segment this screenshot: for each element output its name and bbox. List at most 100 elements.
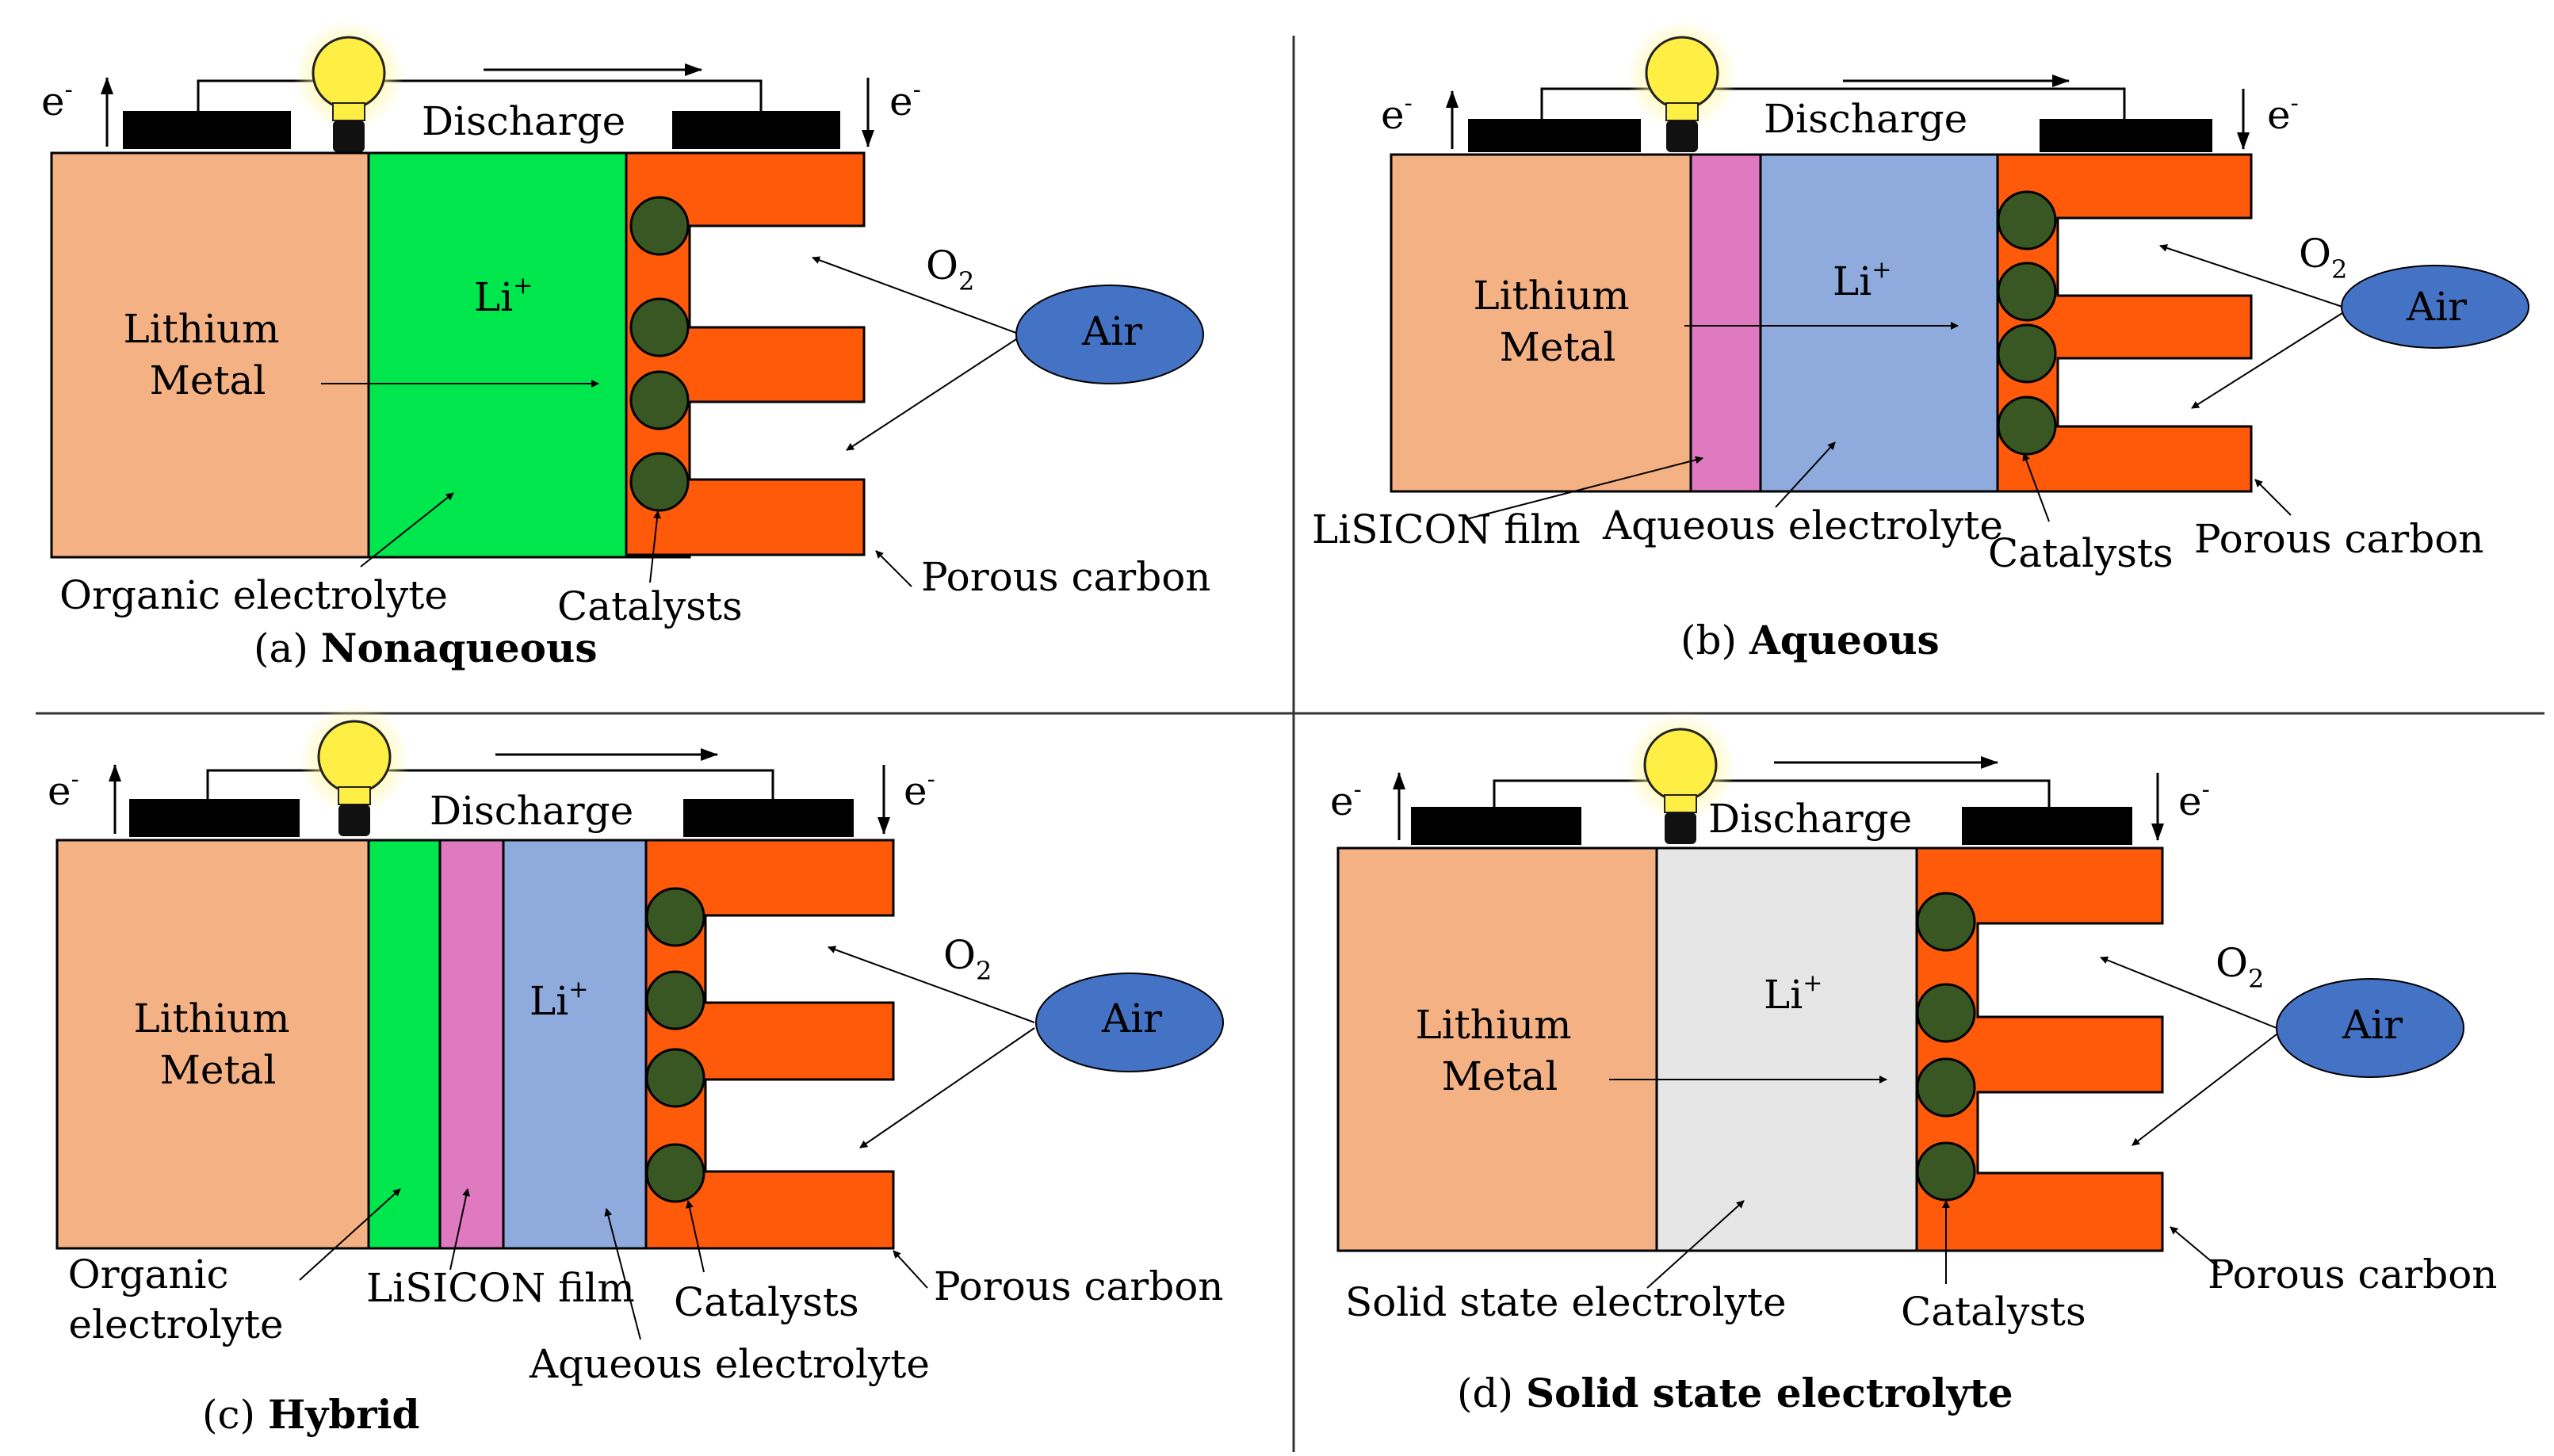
lisicon-film-layer <box>1689 153 1762 493</box>
electron-in-label: e- <box>2178 776 2210 824</box>
aqueous-electrolyte-pointer <box>604 1208 641 1340</box>
porous-carbon-label: Porous carbon <box>2194 516 2484 562</box>
air-flow-arrow <box>2191 312 2343 409</box>
aqueous-electrolyte-label: Aqueous electrolyte <box>1602 503 2003 548</box>
porous-carbon-pointer <box>875 550 912 587</box>
li-ion-label: Li+ <box>1833 256 1891 304</box>
catalyst-particle <box>1916 1057 1976 1118</box>
cathode-terminal <box>672 111 840 149</box>
lithium-metal-anode <box>1336 846 1658 1252</box>
panel-a-caption: (a) Nonaqueous <box>254 625 598 671</box>
porous-carbon-cathode <box>644 839 895 1250</box>
oxygen-label: O2 <box>2216 940 2264 994</box>
porous-carbon-cathode <box>1915 846 2164 1252</box>
light-bulb-icon <box>293 20 404 152</box>
air-flow-arrow <box>2132 1034 2277 1146</box>
porous-carbon-pointer <box>2254 479 2292 516</box>
cathode-terminal <box>683 799 854 837</box>
catalyst-particle <box>629 297 690 357</box>
external-circuit-wire <box>1493 779 2051 807</box>
anode-terminal <box>1411 807 1581 845</box>
li-ion-label: Li+ <box>474 272 533 320</box>
lithium-metal-anode <box>55 839 370 1250</box>
air-flow-arrow <box>846 338 1017 451</box>
external-circuit-wire <box>206 769 774 799</box>
air-label: Air <box>1081 308 1142 354</box>
discharge-label: Discharge <box>1764 96 1967 142</box>
solid-electrolyte-pointer <box>1646 1200 1745 1289</box>
lisicon-film-label: LiSICON film <box>1312 506 1581 552</box>
lithium-metal-anode <box>1390 153 1692 493</box>
panel-aqueous: e- e- Discharge Lithium Metal Li+ Air O2… <box>1312 20 2529 663</box>
cathode-terminal <box>1962 807 2132 845</box>
catalyst-particle <box>629 370 690 430</box>
catalysts-label: Catalysts <box>1988 530 2174 576</box>
air-source <box>1035 973 1224 1072</box>
light-bulb-icon <box>299 704 410 836</box>
air-flow-arrow <box>2159 244 2343 308</box>
lithium-metal-label: Lithium Metal <box>1473 273 1642 370</box>
lisicon-film-label: LiSICON film <box>366 1265 635 1311</box>
electron-out-label: e- <box>48 766 79 814</box>
catalysts-label: Catalysts <box>674 1279 859 1325</box>
catalyst-particle <box>1997 190 2057 250</box>
panel-nonaqueous: e- e- Discharge Lithium Metal Li+ Air O2… <box>41 20 1211 671</box>
catalyst-particle <box>1916 1141 1976 1202</box>
external-circuit-wire <box>197 79 763 111</box>
electron-out-label: e- <box>1330 776 1362 824</box>
catalysts-label: Catalysts <box>1901 1289 2086 1335</box>
panel-solid-state: e- e- Discharge Lithium Metal Li+ Air O2… <box>1330 712 2498 1416</box>
panel-c-caption: (c) Hybrid <box>202 1391 420 1438</box>
air-flow-arrow <box>859 1027 1035 1148</box>
air-label: Air <box>2342 1002 2403 1048</box>
catalyst-particle <box>645 1143 705 1203</box>
panel-b-caption: (b) Aqueous <box>1680 617 1940 663</box>
light-bulb-icon <box>1627 20 1738 152</box>
porous-carbon-cathode <box>625 151 866 556</box>
catalysts-pointer <box>2022 453 2050 522</box>
lisicon-film-pointer <box>1466 456 1703 520</box>
air-flow-arrow <box>2100 956 2277 1029</box>
organic-electrolyte-pointer <box>299 1188 401 1281</box>
porous-carbon-label: Porous carbon <box>921 554 1211 600</box>
porous-carbon-label: Porous carbon <box>934 1263 1224 1309</box>
solid-electrolyte-label: Solid state electrolyte <box>1345 1279 1787 1325</box>
catalysts-pointer <box>686 1200 705 1273</box>
discharge-label: Discharge <box>422 98 625 144</box>
light-bulb-icon <box>1625 712 1736 844</box>
aqueous-electrolyte-pointer <box>1775 441 1836 508</box>
catalyst-particle <box>1916 892 1976 952</box>
electron-in-label: e- <box>889 76 921 124</box>
air-flow-arrow <box>812 256 1017 334</box>
air-flow-arrow <box>828 946 1035 1023</box>
electron-out-label: e- <box>1381 90 1413 138</box>
catalyst-particle <box>645 887 705 947</box>
organic-electrolyte-label: Organic electrolyte <box>68 1252 284 1347</box>
electron-out-label: e- <box>41 76 73 124</box>
air-source <box>1015 285 1204 384</box>
organic-electrolyte-pointer <box>360 492 454 567</box>
electron-in-label: e- <box>904 766 935 814</box>
lithium-metal-label: Lithium Metal <box>133 996 302 1093</box>
oxygen-label: O2 <box>2299 231 2347 285</box>
li-ion-label: Li+ <box>1764 969 1822 1018</box>
discharge-label: Discharge <box>430 788 633 834</box>
aqueous-electrolyte-label: Aqueous electrolyte <box>529 1341 930 1387</box>
lithium-metal-anode <box>50 151 370 559</box>
cathode-terminal <box>2040 119 2212 152</box>
lisicon-film-layer <box>438 839 505 1250</box>
oxygen-label: O2 <box>926 243 974 296</box>
catalyst-particle <box>1997 323 2057 384</box>
catalyst-particle <box>629 196 690 256</box>
li-ion-label: Li+ <box>530 976 588 1024</box>
air-label: Air <box>2406 284 2467 330</box>
porous-carbon-cathode <box>1996 153 2253 493</box>
anode-terminal <box>129 799 300 837</box>
electron-in-label: e- <box>2267 90 2299 138</box>
organic-electrolyte-label: Organic electrolyte <box>59 572 448 618</box>
lithium-metal-label: Lithium Metal <box>1415 1002 1584 1099</box>
catalyst-particle <box>1997 396 2057 456</box>
lisicon-film-pointer <box>449 1188 470 1271</box>
